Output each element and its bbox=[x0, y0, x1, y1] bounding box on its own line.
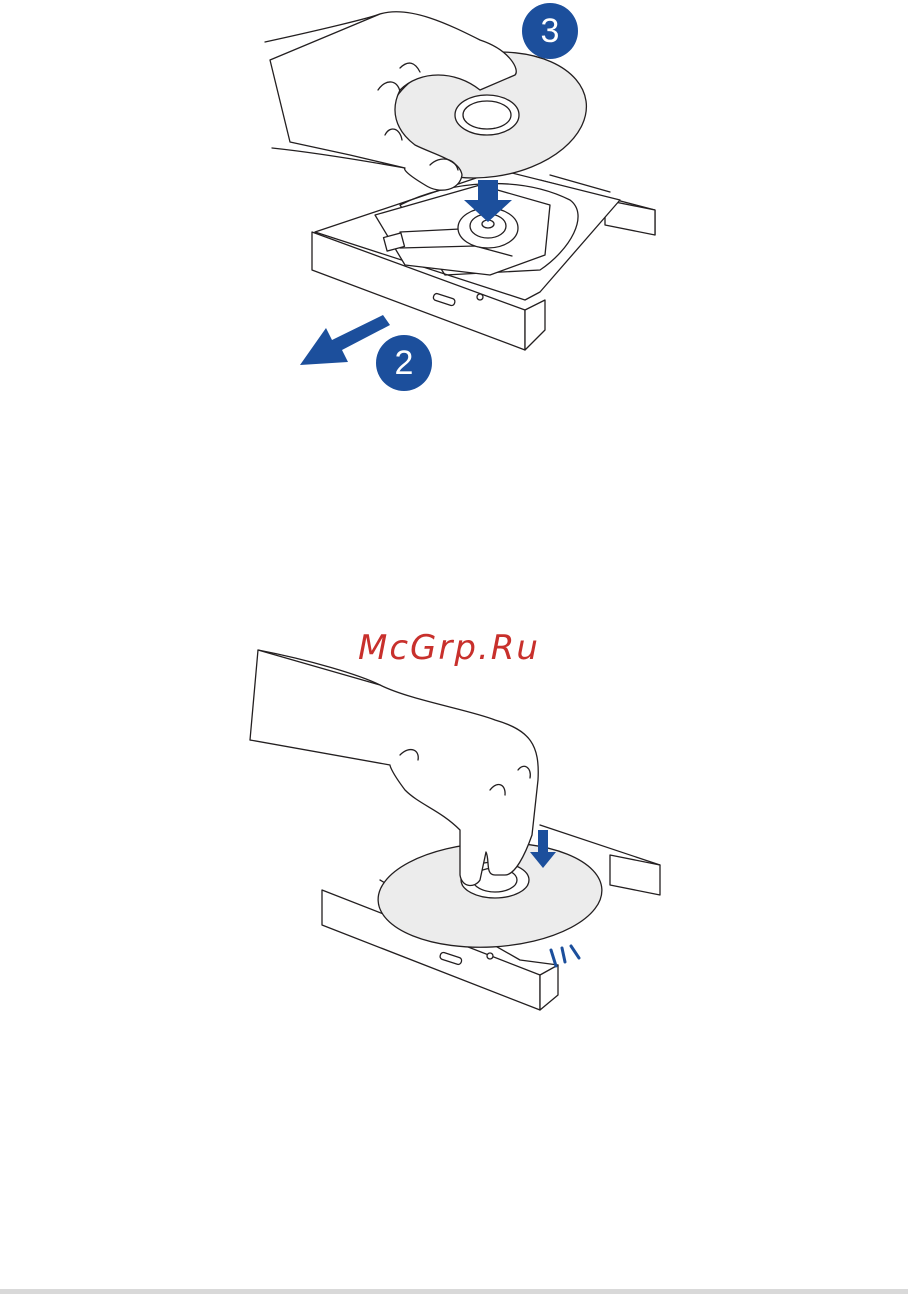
optical-tray-open-icon bbox=[250, 0, 670, 405]
place-disc-illustration bbox=[250, 0, 670, 405]
page-bottom-rule bbox=[0, 1289, 908, 1294]
step-3-badge: 3 bbox=[522, 3, 578, 59]
optical-tray-disc-icon bbox=[240, 630, 680, 1020]
step-2-badge: 2 bbox=[376, 335, 432, 391]
press-disc-illustration bbox=[240, 630, 680, 1020]
